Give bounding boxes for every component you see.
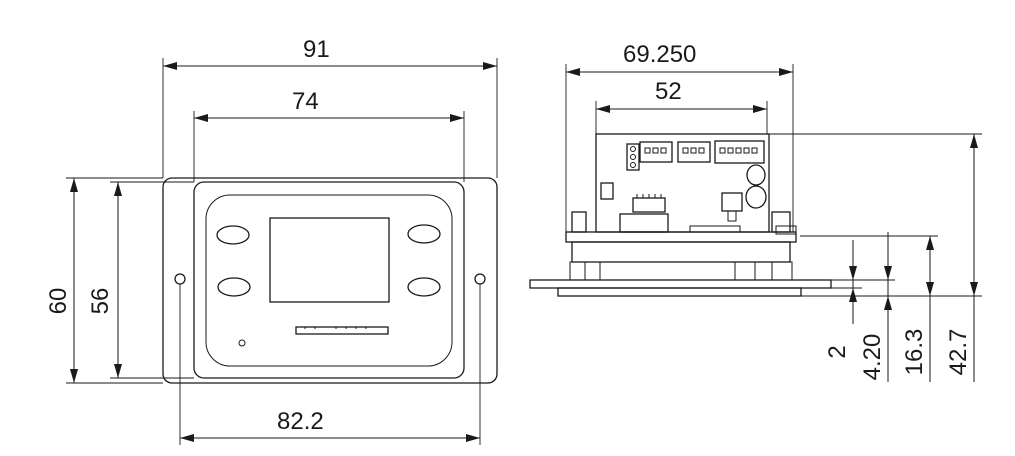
connector-strip xyxy=(295,326,389,335)
button-bottom-right xyxy=(407,277,441,297)
dimension-pcb-depth: 52 xyxy=(595,78,768,134)
mounting-plate xyxy=(162,177,498,384)
component-right xyxy=(771,211,791,233)
dim-label-56: 56 xyxy=(87,288,114,315)
ic-small xyxy=(600,182,614,200)
lower-board xyxy=(571,241,791,263)
dim-label-52: 52 xyxy=(655,78,682,105)
dimension-hole-spacing: 82.2 xyxy=(179,284,481,445)
dim-label-74: 74 xyxy=(292,88,319,115)
dim-label-60: 60 xyxy=(45,288,72,315)
base-flange xyxy=(557,287,802,297)
led-indicator xyxy=(238,339,246,347)
dimension-board-height: 16.3 xyxy=(901,236,934,382)
dimension-standoff-height: 4.20 xyxy=(859,232,892,382)
dimension-depth: 69.250 xyxy=(565,41,794,232)
dimension-overall-height: 60 xyxy=(45,177,163,384)
side-connector xyxy=(775,225,797,235)
dim-label-16-3: 16.3 xyxy=(901,329,928,376)
vertical-board xyxy=(595,133,770,233)
dim-label-4-20: 4.20 xyxy=(859,334,886,381)
dim-label-2: 2 xyxy=(824,345,851,358)
bezel-inner xyxy=(205,194,453,367)
button-top-right xyxy=(407,224,441,244)
base-plate xyxy=(529,279,832,289)
button-bottom-left xyxy=(217,277,251,297)
capacitor-bottom xyxy=(745,185,767,209)
jumper-pins xyxy=(626,143,640,171)
connector-5pin xyxy=(714,140,765,164)
connector-3pin-b xyxy=(677,141,711,163)
lower-standoffs xyxy=(569,261,793,281)
dim-label-91: 91 xyxy=(303,36,330,63)
dim-label-69-250: 69.250 xyxy=(623,41,696,68)
connector-3pin-a xyxy=(639,141,673,163)
mounting-hole-left xyxy=(174,273,186,285)
regulator xyxy=(721,192,743,212)
dimension-overall-width: 91 xyxy=(162,36,498,178)
main-pcb xyxy=(565,231,797,243)
regulator-tab xyxy=(727,210,737,222)
dim-label-42-7: 42.7 xyxy=(945,329,972,376)
header-strip xyxy=(689,225,741,233)
component-left xyxy=(571,211,587,233)
component-mid xyxy=(619,213,669,233)
side-view: 69.250 52 2 4.20 xyxy=(529,41,982,382)
display-screen xyxy=(269,217,390,303)
front-view: 91 74 82.2 60 xyxy=(45,36,498,445)
capacitor-top xyxy=(746,164,766,186)
dimension-plate-thickness: 2 xyxy=(824,240,857,359)
ic-chip xyxy=(632,197,666,213)
bezel-outer xyxy=(193,181,465,379)
dim-label-82-2: 82.2 xyxy=(277,408,324,435)
dimension-total-height: 42.7 xyxy=(945,134,978,382)
mounting-hole-right xyxy=(474,273,486,285)
dimension-bezel-height: 56 xyxy=(87,181,194,379)
button-top-left xyxy=(216,225,250,245)
dimension-bezel-width: 74 xyxy=(193,88,465,182)
